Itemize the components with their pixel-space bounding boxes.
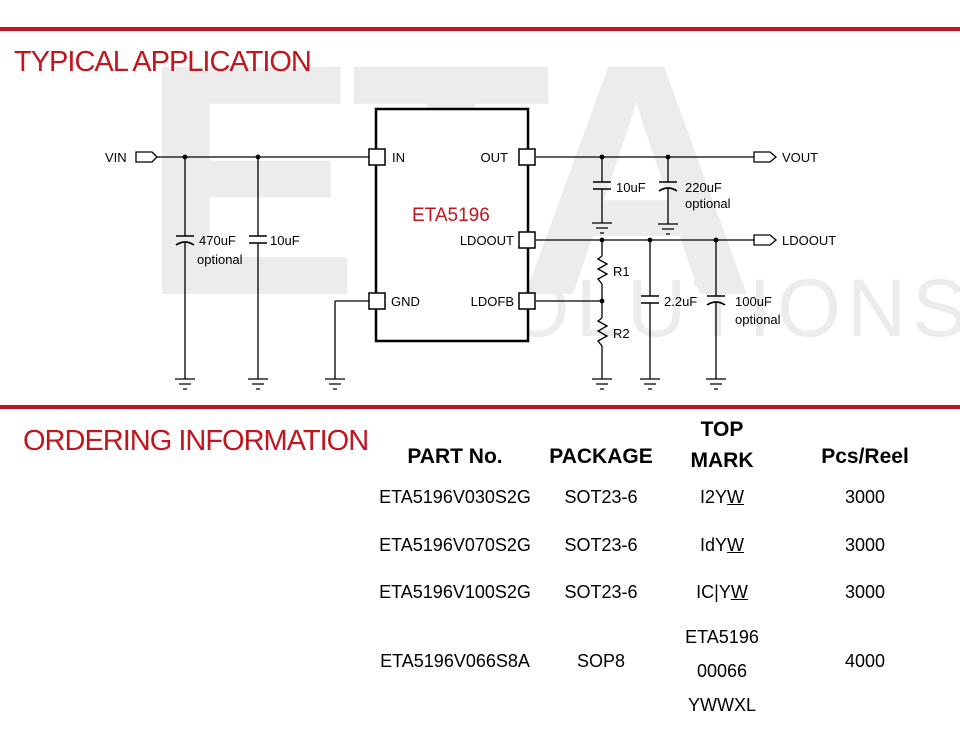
- resistor-symbols: [596, 255, 609, 347]
- schematic-wires: [157, 156, 754, 379]
- part-number: ETA5196V030S2G: [379, 487, 531, 507]
- header-part-no: PART No.: [407, 445, 503, 468]
- c-out2-note: optional: [685, 196, 731, 211]
- ordering-information-title: ORDERING INFORMATION: [23, 425, 369, 457]
- pin-ldofb-label: LDOFB: [471, 294, 514, 309]
- top-mark: IC|YW: [672, 582, 772, 603]
- net-flags: [135, 151, 778, 246]
- top-divider: [0, 27, 960, 31]
- r1-label: R1: [613, 264, 630, 279]
- package: SOP8: [576, 651, 626, 671]
- typical-application-schematic: ETA5196 IN OUT GND LDOOUT LDOFB VIN VOUT…: [105, 107, 836, 390]
- top-mark-prefix: IdY: [699, 535, 728, 555]
- top-mark-underlined: W: [727, 535, 745, 555]
- c-out1-value: 10uF: [616, 180, 646, 195]
- package: SOT23-6: [564, 582, 638, 602]
- top-mark-line: YWWXL: [687, 695, 756, 715]
- package: SOT23-6: [564, 535, 638, 555]
- ordering-divider: [0, 405, 960, 409]
- top-mark-prefix: IC|Y: [696, 582, 731, 602]
- net-vout-label: VOUT: [782, 150, 818, 165]
- net-vin-label: VIN: [105, 150, 127, 165]
- c-ldo1-value: 2.2uF: [664, 294, 697, 309]
- part-number: ETA5196V100S2G: [379, 582, 531, 602]
- pin-gnd-label: GND: [391, 294, 420, 309]
- ic-pins: [368, 148, 536, 310]
- package: SOT23-6: [564, 487, 638, 507]
- pcs-per-reel: 4000: [844, 651, 886, 671]
- c-in2-value: 10uF: [270, 233, 300, 248]
- top-mark: I2YW: [672, 487, 772, 508]
- part-number: ETA5196V066S8A: [380, 651, 530, 671]
- pin-ldoout-label: LDOOUT: [460, 233, 514, 248]
- header-top-mark: TOP MARK: [682, 414, 762, 476]
- ic-chip: [374, 107, 530, 343]
- pcs-per-reel: 3000: [844, 487, 886, 507]
- c-out2-value: 220uF: [685, 180, 722, 195]
- capacitor-symbols: [175, 181, 726, 306]
- top-mark: ETA5196 00066 YWWXL: [672, 620, 772, 722]
- top-mark: IdYW: [672, 535, 772, 556]
- part-number: ETA5196V070S2G: [379, 535, 531, 555]
- c-in1-value: 470uF: [199, 233, 236, 248]
- top-mark-line: ETA5196: [685, 627, 759, 647]
- top-mark-prefix: I2Y: [699, 487, 728, 507]
- header-top-mark-line1: TOP: [700, 418, 744, 441]
- junction-dots: [182, 154, 719, 304]
- pcs-per-reel: 3000: [844, 582, 886, 602]
- c-ldo2-note: optional: [735, 312, 781, 327]
- pin-out-label: OUT: [481, 150, 509, 165]
- header-pcs-reel: Pcs/Reel: [821, 445, 909, 468]
- typical-application-title: TYPICAL APPLICATION: [14, 46, 312, 78]
- top-mark-underlined: W: [730, 582, 748, 602]
- c-in1-note: optional: [197, 252, 243, 267]
- top-mark-line: 00066: [696, 661, 748, 681]
- pcs-per-reel: 3000: [844, 535, 886, 555]
- c-ldo2-value: 100uF: [735, 294, 772, 309]
- net-ldoout-label: LDOOUT: [782, 233, 836, 248]
- ground-symbols: [175, 222, 726, 390]
- header-package: PACKAGE: [549, 445, 653, 468]
- pin-in-label: IN: [392, 150, 405, 165]
- r2-label: R2: [613, 326, 630, 341]
- chip-name: ETA5196: [412, 205, 490, 226]
- header-top-mark-line2: MARK: [690, 449, 754, 472]
- top-mark-underlined: W: [727, 487, 745, 507]
